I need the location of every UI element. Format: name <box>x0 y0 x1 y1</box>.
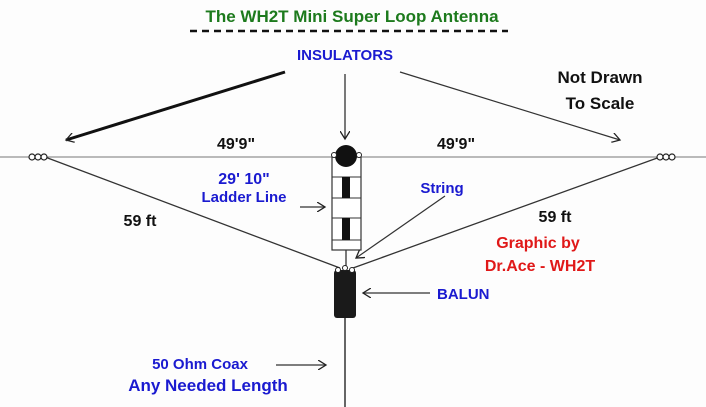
coax-label-1: 50 Ohm Coax <box>152 356 249 373</box>
balun-icon <box>334 265 356 318</box>
left-span-label: 49'9" <box>217 136 255 153</box>
ladder-line-label: Ladder Line <box>201 189 286 206</box>
ladder-line-icon <box>331 156 362 251</box>
insulators-label: INSULATORS <box>297 47 393 64</box>
ladder-length-label: 29' 10" <box>218 171 269 188</box>
right-insulator-arrow <box>399 71 620 140</box>
left-side-label: 59 ft <box>124 213 158 230</box>
balun-label: BALUN <box>437 286 490 303</box>
right-insulator-icon <box>656 153 676 161</box>
credit-line-2: Dr.Ace - WH2T <box>485 258 595 275</box>
right-loop-wire <box>352 156 661 269</box>
right-side-label: 59 ft <box>539 209 573 226</box>
left-insulator-arrow <box>66 70 286 140</box>
string-arrow <box>356 195 446 258</box>
center-insulator-icon <box>331 145 362 167</box>
left-loop-wire <box>44 156 341 269</box>
diagram-title: The WH2T Mini Super Loop Antenna <box>205 7 499 26</box>
credit-line-1: Graphic by <box>496 235 580 252</box>
not-drawn-label: Not Drawn <box>558 68 643 87</box>
string-label: String <box>420 180 463 197</box>
coax-label-2: Any Needed Length <box>128 376 288 395</box>
left-insulator-icon <box>28 153 48 161</box>
right-span-label: 49'9" <box>437 136 475 153</box>
to-scale-label: To Scale <box>566 94 635 113</box>
